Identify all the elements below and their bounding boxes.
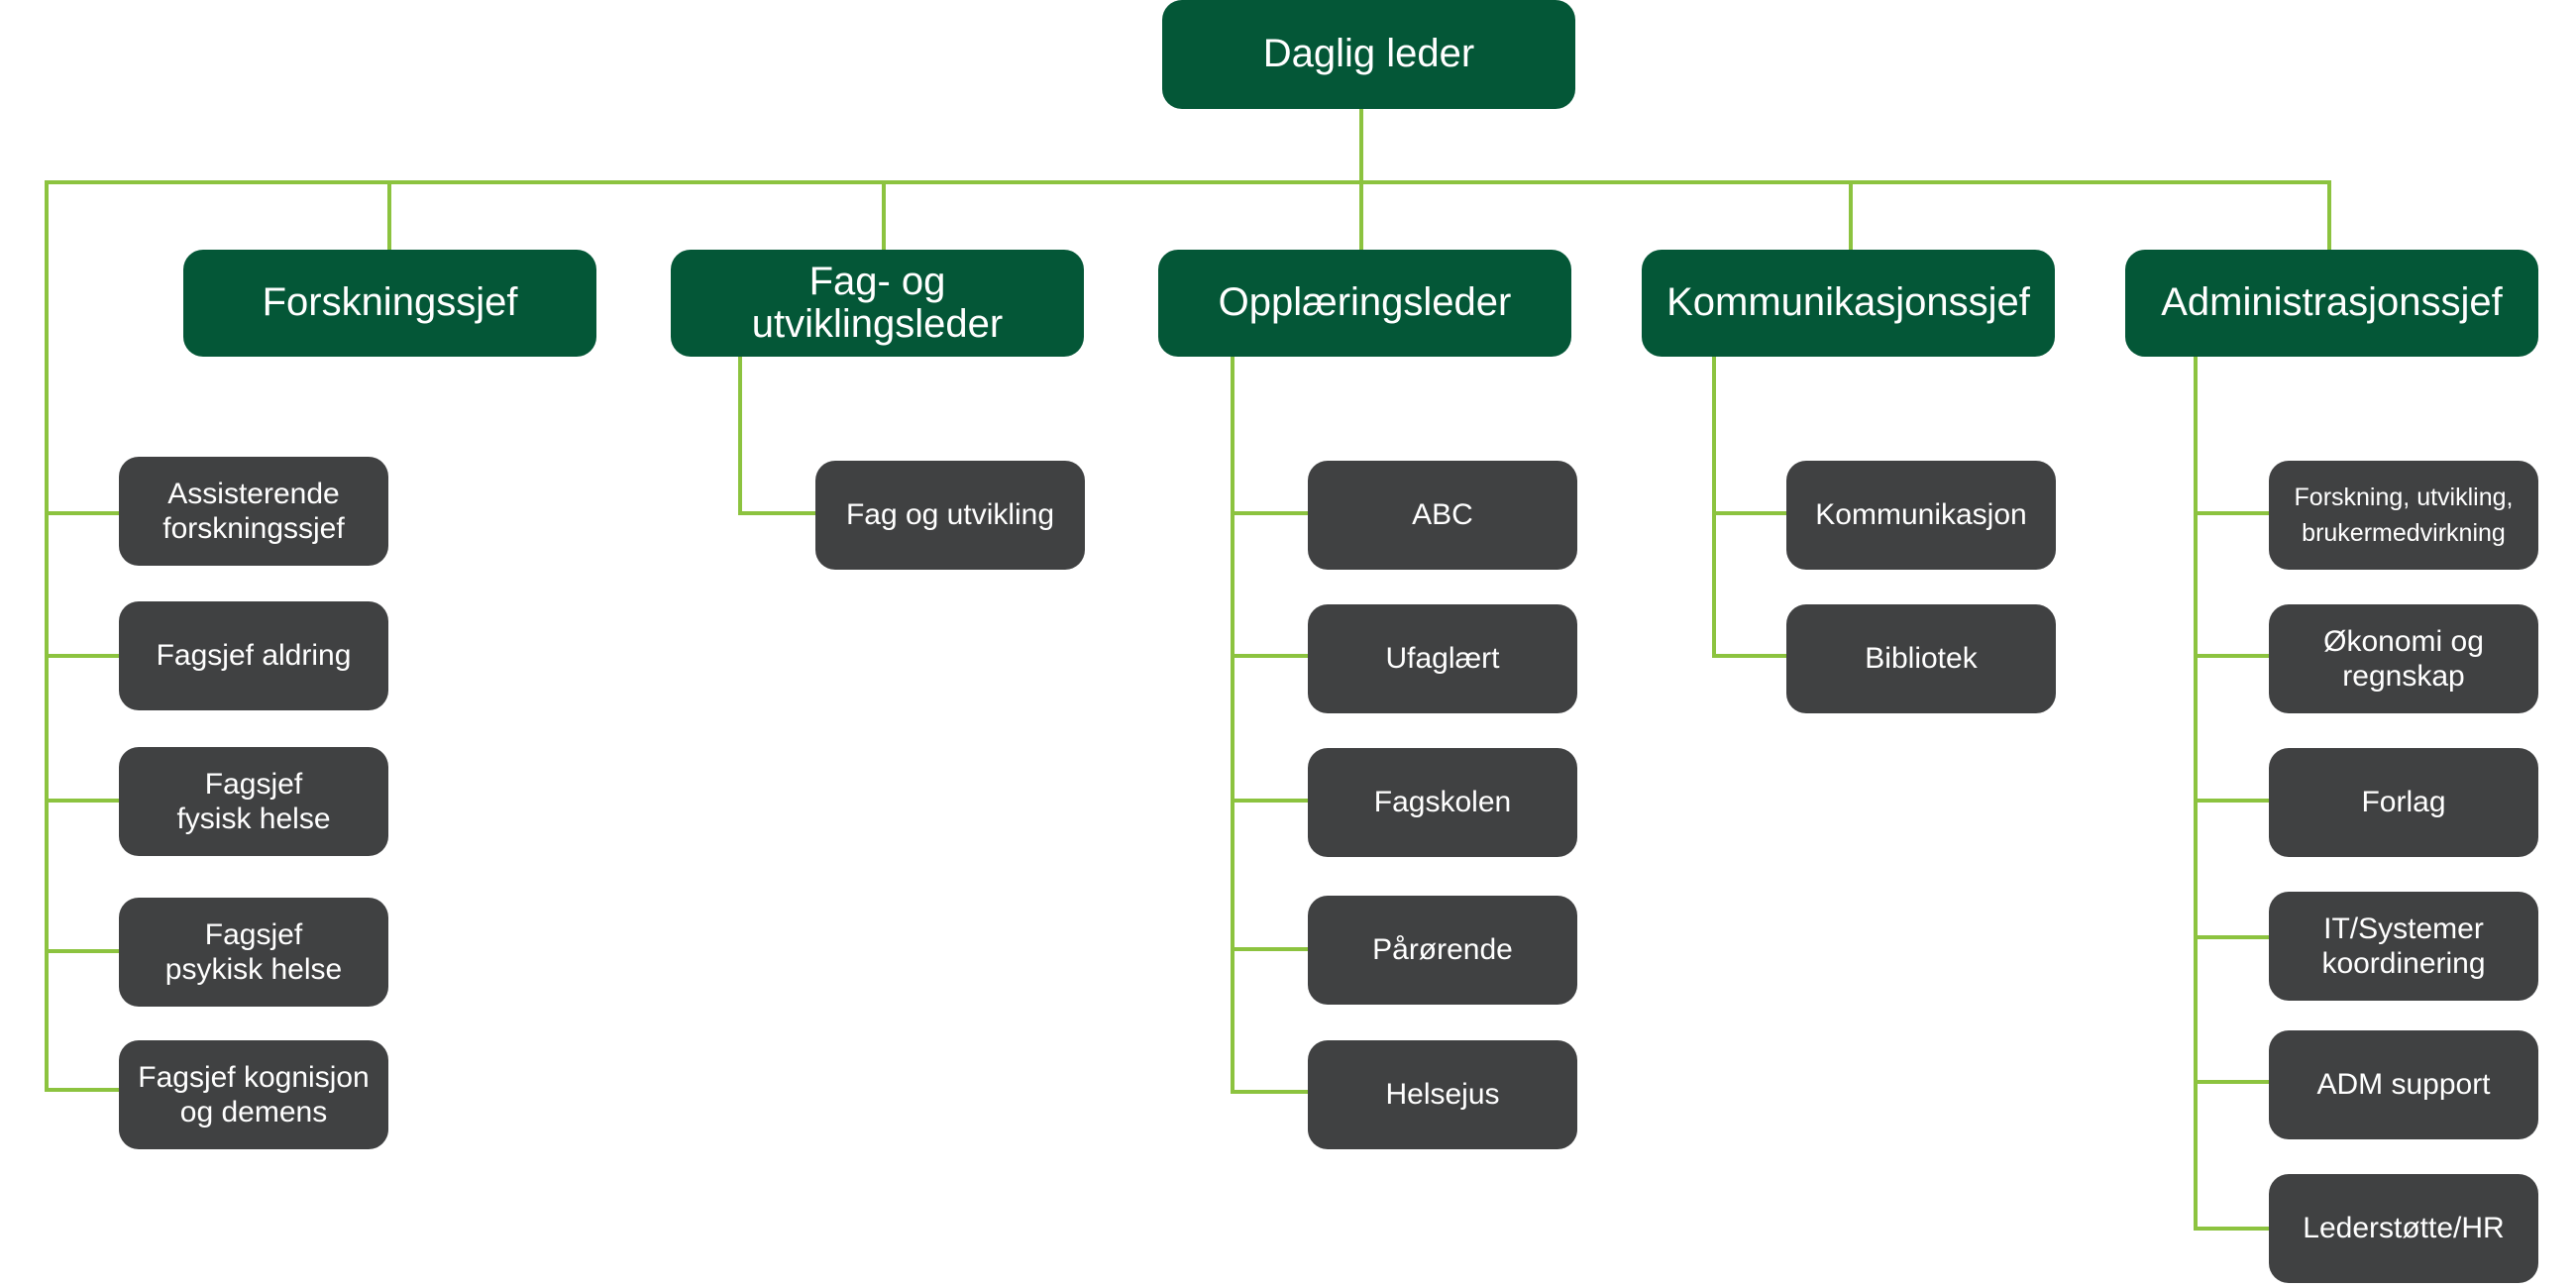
unit-parorende: Pårørende <box>1308 896 1577 1005</box>
dept-opplaeringsleder: Opplæringsleder <box>1158 250 1571 357</box>
dept-fag-og-utviklingsleder: Fag- og utviklingsleder <box>671 250 1084 357</box>
unit-fagskolen: Fagskolen <box>1308 748 1577 857</box>
unit-forlag: Forlag <box>2269 748 2538 857</box>
unit-lederstotte-hr: Lederstøtte/HR <box>2269 1174 2538 1283</box>
unit-it-systemer-koordinering: IT/Systemer koordinering <box>2269 892 2538 1001</box>
unit-fag-og-utvikling: Fag og utvikling <box>815 461 1085 570</box>
unit-helsejus: Helsejus <box>1308 1040 1577 1149</box>
unit-kommunikasjon: Kommunikasjon <box>1786 461 2056 570</box>
unit-fagsjef-fysisk-helse: Fagsjef fysisk helse <box>119 747 388 856</box>
root-node: Daglig leder <box>1162 0 1575 109</box>
unit-fagsjef-psykisk-helse: Fagsjef psykisk helse <box>119 898 388 1007</box>
dept-forskningssjef: Forskningssjef <box>183 250 596 357</box>
unit-ufaglaert: Ufaglært <box>1308 604 1577 713</box>
dept-administrasjonssjef: Administrasjonssjef <box>2125 250 2538 357</box>
unit-fagsjef-kognisjon-og-demens: Fagsjef kognisjon og demens <box>119 1040 388 1149</box>
unit-abc: ABC <box>1308 461 1577 570</box>
unit-adm-support: ADM support <box>2269 1030 2538 1139</box>
unit-forskning-utvikling-brukermedvirkning: Forskning, utvikling, brukermedvirkning <box>2269 461 2538 570</box>
dept-kommunikasjonssjef: Kommunikasjonssjef <box>1642 250 2055 357</box>
unit-okonomi-og-regnskap: Økonomi og regnskap <box>2269 604 2538 713</box>
unit-bibliotek: Bibliotek <box>1786 604 2056 713</box>
unit-fagsjef-aldring: Fagsjef aldring <box>119 601 388 710</box>
unit-assisterende-forskningssjef: Assisterende forskningssjef <box>119 457 388 566</box>
